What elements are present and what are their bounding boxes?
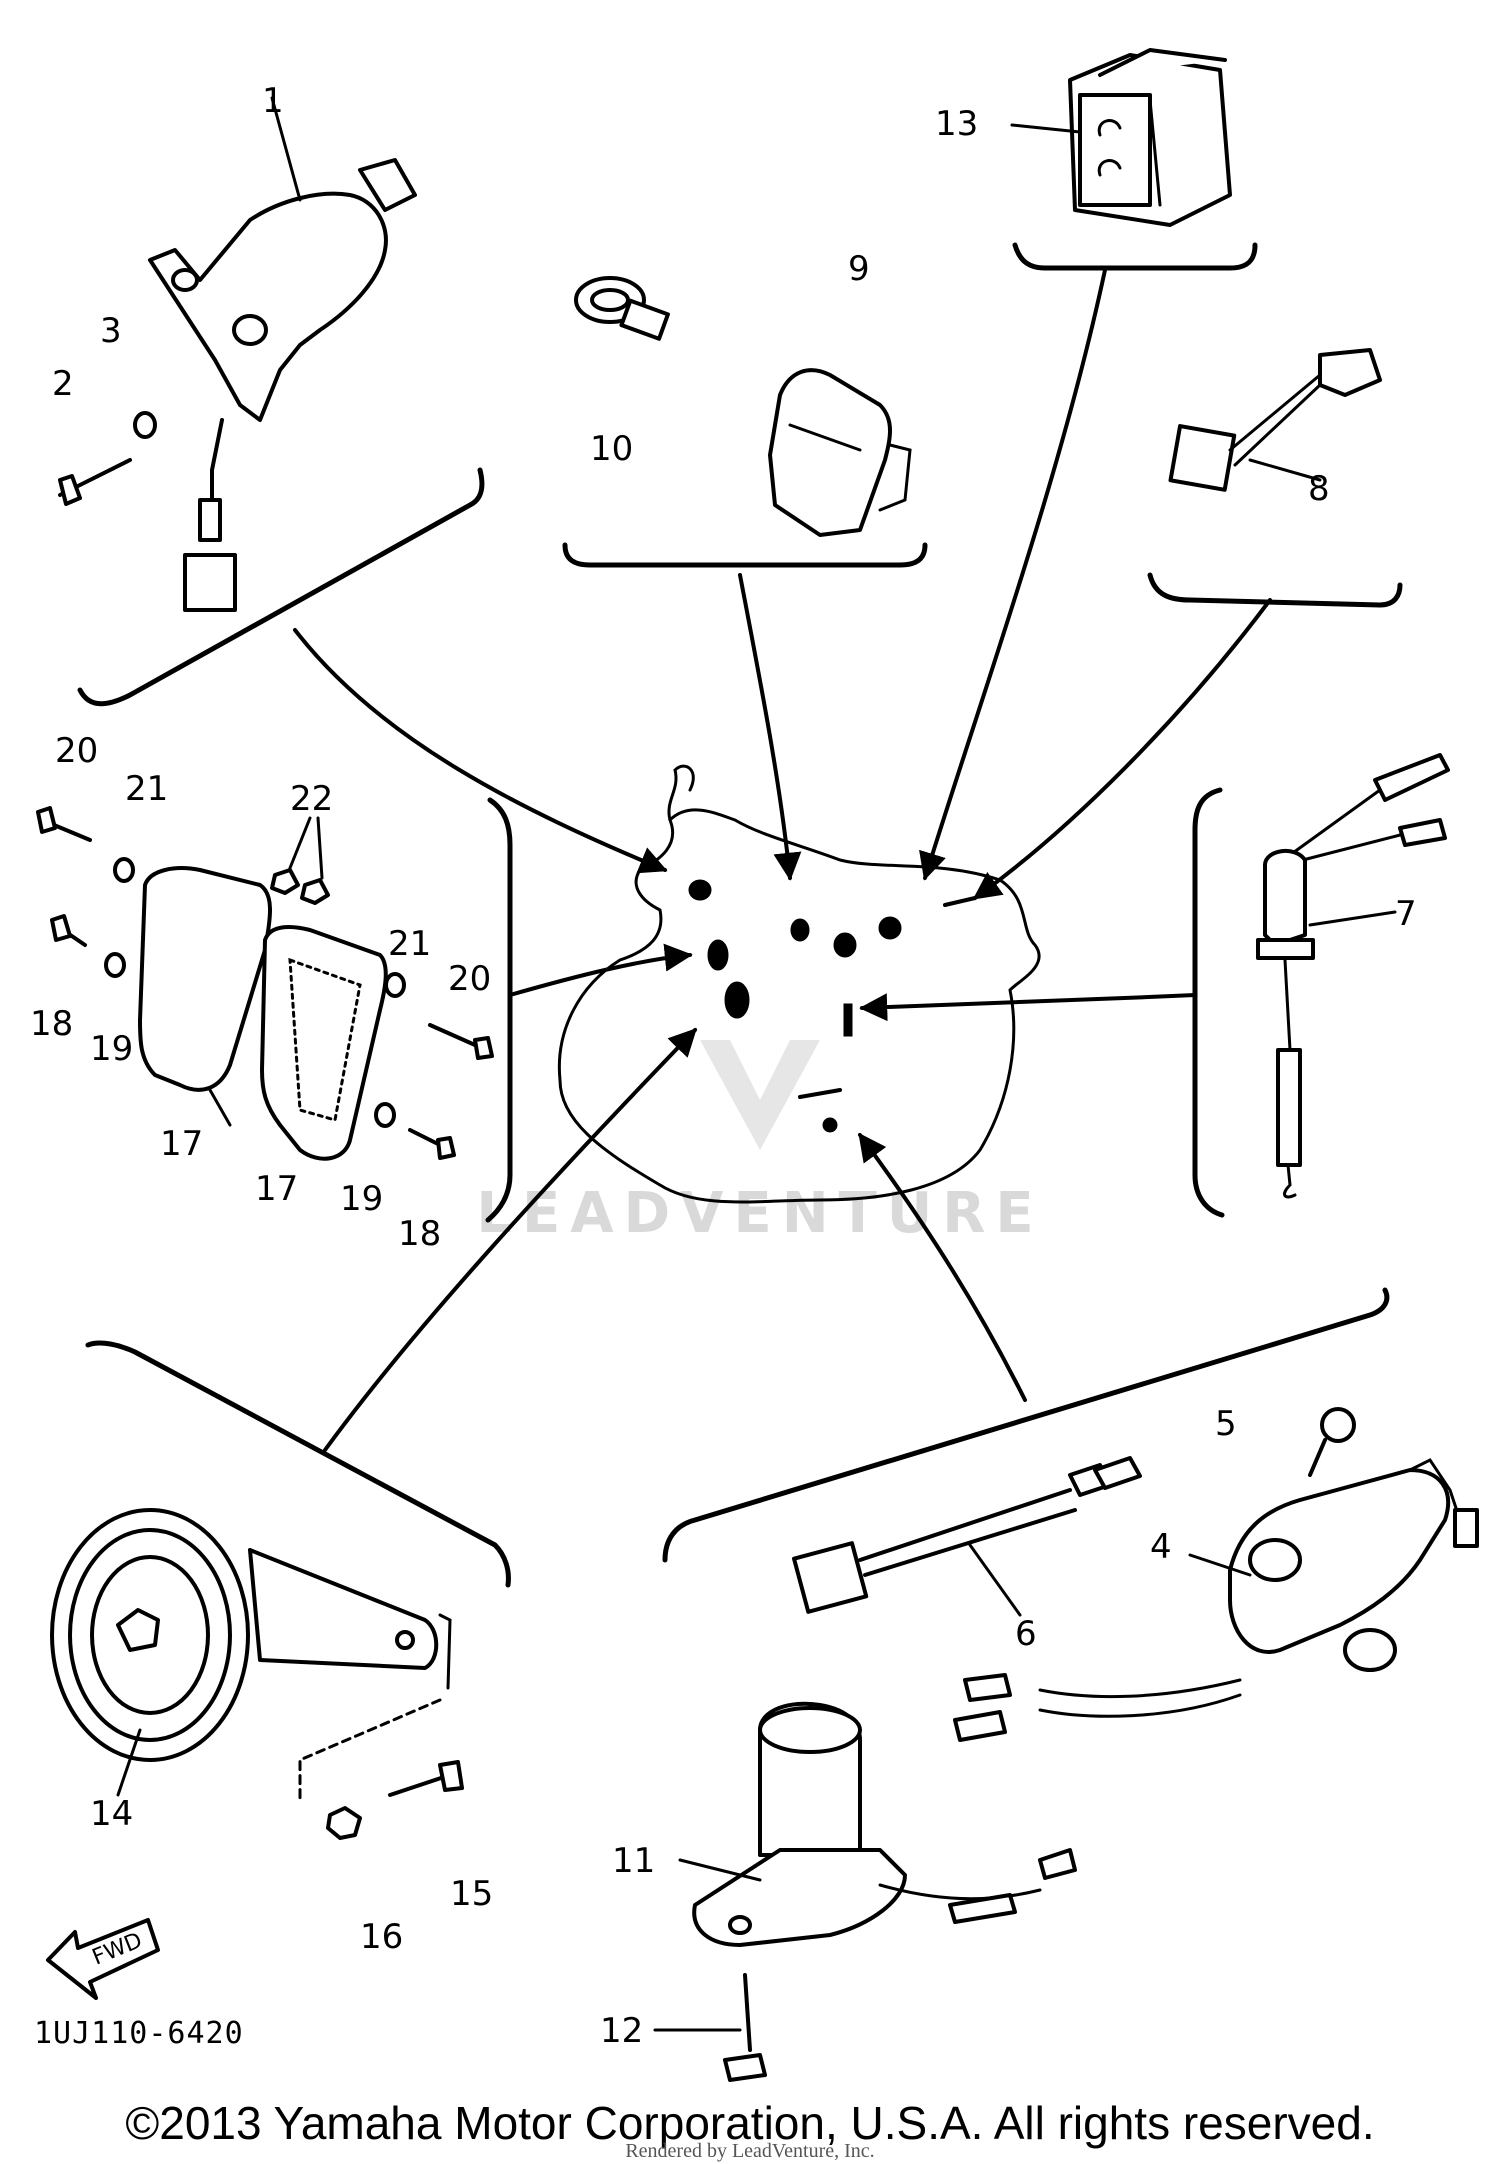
group-brace-8 [1147, 572, 1403, 608]
callout-10: 10 [590, 429, 633, 469]
callout-16: 16 [360, 1917, 403, 1957]
group-brace-13 [1012, 242, 1258, 271]
part-21-washer-left [113, 857, 135, 883]
callout-18: 18 [398, 1214, 441, 1254]
callout-9: 9 [848, 249, 870, 289]
group-brace-9-10 [562, 542, 928, 568]
leader-22 [288, 816, 312, 870]
part-8-connector [1168, 348, 1382, 492]
part-10-clamp [574, 276, 670, 341]
part-20-bolt-right [428, 1023, 494, 1060]
callout-22: 22 [290, 779, 333, 819]
callout-19: 19 [90, 1029, 133, 1069]
part-22-nuts [270, 868, 330, 905]
callout-21: 21 [125, 769, 168, 809]
group-brace-top-left [77, 467, 485, 707]
leader-lines [116, 96, 1397, 2032]
connector-arrow [293, 628, 668, 874]
frame-mount-hole [833, 932, 857, 958]
frame-mount-hole [878, 916, 902, 940]
callout-1: 1 [262, 81, 284, 121]
callout-3: 3 [100, 311, 122, 351]
callout-17: 17 [160, 1124, 203, 1164]
connector-arrow [323, 1027, 697, 1452]
part-20-bolt-left [36, 806, 92, 842]
part-7-switch [1256, 753, 1450, 1199]
connector-arrow [919, 268, 1107, 881]
part-17-reflector-left [138, 866, 272, 1092]
connector-arrow [738, 573, 802, 881]
callout-13: 13 [935, 104, 978, 144]
callout-11: 11 [612, 1841, 655, 1881]
callout-6: 6 [1015, 1614, 1037, 1654]
group-brace-7 [1192, 787, 1225, 1218]
callout-20: 20 [55, 731, 98, 771]
part-14-horn [50, 1508, 439, 1762]
frame-mount-hole [724, 981, 750, 1019]
callout-17: 17 [255, 1169, 298, 1209]
frame-outline [557, 764, 1041, 1204]
frame-mount-hole [707, 939, 729, 971]
callout-2: 2 [52, 364, 74, 404]
callout-14: 14 [90, 1794, 133, 1834]
part-21-washer-right [384, 972, 406, 998]
part-11-fuel-pump [692, 1701, 1077, 1947]
fwd-arrow-icon: FWD [46, 1918, 160, 2000]
callout-4: 4 [1150, 1527, 1172, 1567]
part-15-bolt [388, 1760, 464, 1797]
group-brace-17-22 [485, 797, 513, 1223]
connector-arrow [508, 943, 693, 997]
bracket-line [438, 1613, 452, 1690]
part-13-relay-block [1068, 48, 1232, 227]
watermark-text: LEADVENTURE [476, 1181, 1043, 1246]
part-16-nut [326, 1806, 362, 1840]
watermark: LEADVENTURE [476, 1040, 1043, 1246]
part-17-reflector-right [260, 925, 388, 1161]
part-12-bolt [723, 1973, 767, 2082]
renderer-credit: Rendered by LeadVenture, Inc. [625, 2140, 875, 2162]
callout-21: 21 [388, 924, 431, 964]
connector-arrow [972, 598, 1272, 900]
part-3-washer [133, 411, 157, 439]
frame-mount-hole [790, 918, 810, 942]
connector-arrow [859, 993, 1197, 1022]
part-19-washer-right [374, 1102, 396, 1128]
diagram-code: 1UJ110-6420 [34, 2016, 244, 2051]
callout-5: 5 [1215, 1404, 1237, 1444]
callout-20: 20 [448, 959, 491, 999]
callout-19: 19 [340, 1179, 383, 1219]
frame-mount-hole [688, 879, 712, 901]
connector-arrow [858, 1132, 1027, 1402]
copyright-notice: ©2013 Yamaha Motor Corporation, U.S.A. A… [125, 2097, 1375, 2149]
part-4-sensor [953, 1458, 1479, 1742]
part-6-wire-harness [792, 1456, 1142, 1614]
part-2-bolt [58, 458, 132, 506]
part-1-ignition-coil [148, 158, 417, 612]
group-brace-14 [85, 1340, 511, 1588]
callout-15: 15 [450, 1874, 493, 1914]
callout-labels: 1 2 3 4 5 6 7 8 9 10 11 12 13 14 15 16 1… [30, 81, 1417, 2051]
leader-22 [316, 816, 324, 880]
part-5-screw [1308, 1407, 1356, 1477]
part-9-relay [768, 368, 912, 537]
callout-18: 18 [30, 1004, 73, 1044]
group-brace-4-6 [662, 1287, 1390, 1563]
part-18-bolt-left [50, 914, 87, 947]
frame-mount-slot [843, 1003, 853, 1037]
part-18-bolt-right [408, 1128, 456, 1160]
callout-8: 8 [1308, 469, 1330, 509]
callout-7: 7 [1395, 894, 1417, 934]
part-19-washer-left [104, 952, 126, 978]
callout-12: 12 [600, 2011, 643, 2051]
bracket-line [298, 1698, 442, 1802]
